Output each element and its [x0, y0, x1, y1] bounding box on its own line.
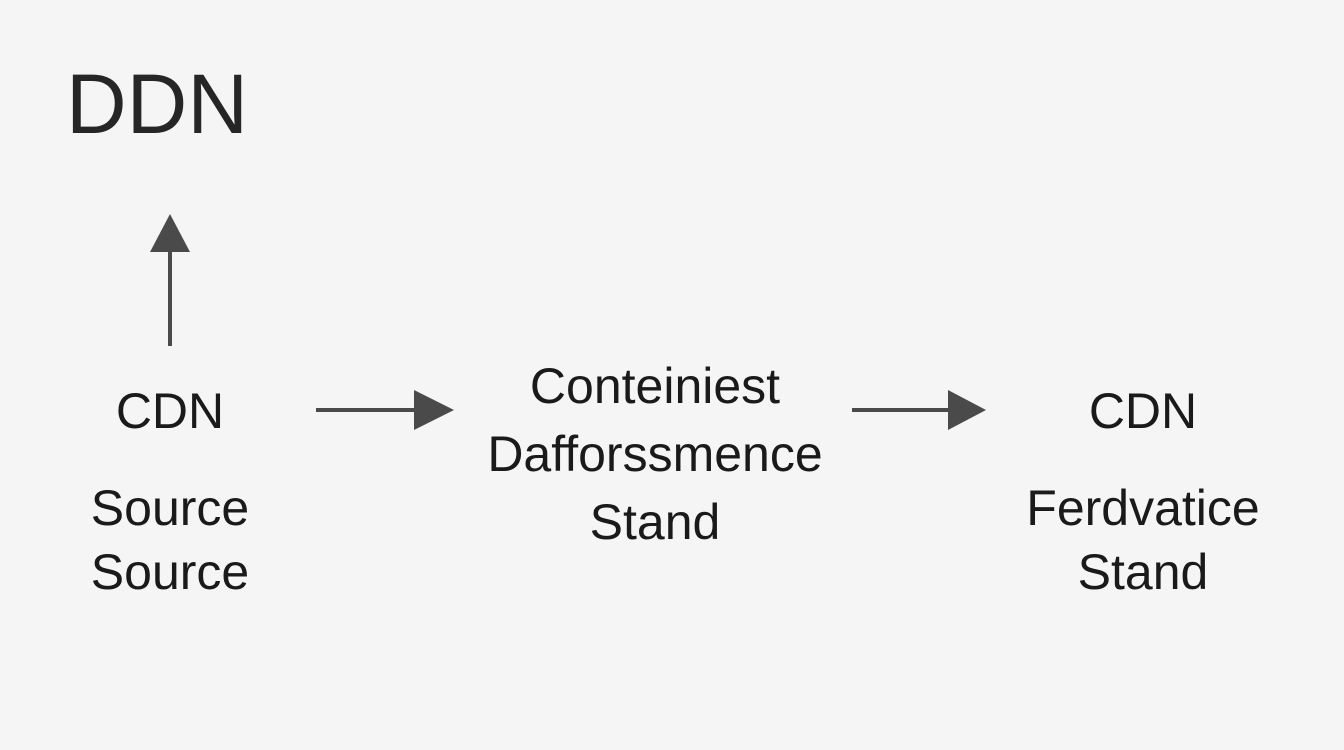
middle-node-line: Stand: [589, 494, 721, 550]
arrow-right-icon: [852, 390, 986, 430]
middle-node-text: Conteiniest Dafforssmence Stand: [440, 352, 870, 556]
derivative-node-subtitle-line: Ferdvatice: [1026, 480, 1260, 536]
derivative-node-title: CDN: [1088, 383, 1198, 439]
middle-node-line: Conteiniest: [529, 358, 781, 414]
source-node-title: CDN: [115, 383, 225, 439]
source-node-subtitle-line: Source: [90, 544, 250, 600]
arrow-right-icon: [316, 390, 454, 430]
diagram-title: DDN: [66, 57, 248, 151]
arrow-up-icon: [150, 214, 190, 346]
derivative-node-subtitle-line: Stand: [1077, 544, 1209, 600]
middle-node-line: Dafforssmence: [487, 426, 823, 482]
source-node-subtitle-line: Source: [90, 480, 250, 536]
source-node-subtitle: Source Source: [60, 476, 280, 604]
derivative-node-subtitle: Ferdvatice Stand: [993, 476, 1293, 604]
